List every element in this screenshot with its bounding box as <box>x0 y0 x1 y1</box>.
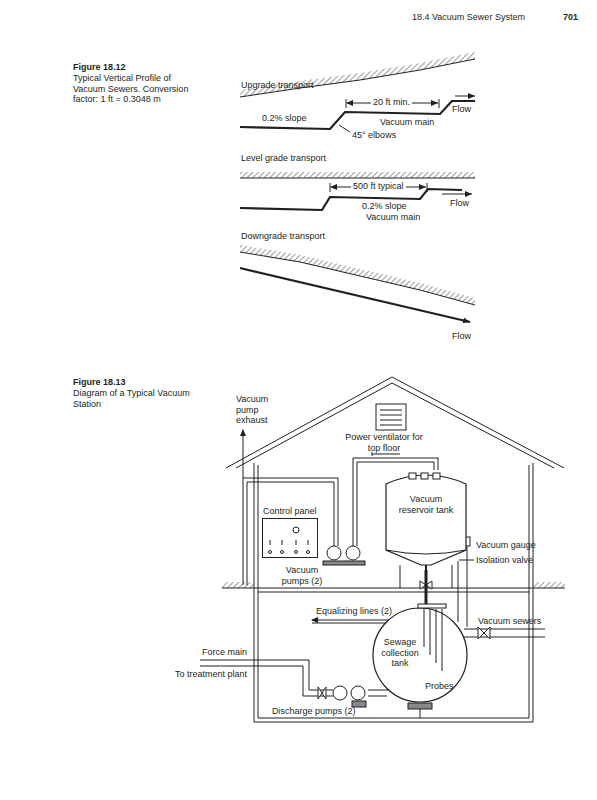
panel-heading: Control panel <box>263 506 317 517</box>
tank-label: Vacuum reservoir tank <box>397 494 455 515</box>
component-label: Vacuum gauge <box>476 540 536 551</box>
component-label: Probes <box>425 681 454 692</box>
reservoir-tank: Vacuum reservoir tank <box>385 466 467 570</box>
component-label: Vacuum sewers <box>478 616 541 627</box>
section-title: Upgrade transport <box>241 80 314 91</box>
component-label: Power ventilator for top floor <box>338 432 430 453</box>
component-label: Vacuum pump exhaust <box>236 394 280 426</box>
section-title: Level grade transport <box>241 153 326 164</box>
pipe-label: Vacuum main <box>366 212 420 223</box>
figure-number: Figure 18.13 <box>73 377 126 388</box>
component-label: Force main <box>202 647 247 658</box>
slope-label: 0.2% slope <box>262 113 307 124</box>
flow-label: Flow <box>450 198 469 209</box>
component-label: Equalizing lines (2) <box>316 606 392 617</box>
figure-caption: Typical Vertical Profile of Vacuum Sewer… <box>73 73 191 105</box>
pipe-label: Vacuum main <box>380 117 434 128</box>
component-label: Discharge pumps (2) <box>272 706 356 717</box>
tank-outline <box>385 466 467 570</box>
dimension: 20 ft min. <box>371 97 412 108</box>
section-title: Downgrade transport <box>241 231 325 242</box>
pipe-connector <box>426 570 427 607</box>
flow-label: Flow <box>452 104 471 115</box>
slope-label: 0.2% slope <box>362 201 407 212</box>
flow-label: Flow <box>452 331 471 342</box>
component-label: To treatment plant <box>175 669 247 680</box>
header-text: 18.4 Vacuum Sewer System <box>412 12 525 23</box>
collection-tank: Sewage collection tank <box>372 607 468 703</box>
figure-number: Figure 18.12 <box>73 62 126 73</box>
page-number: 701 <box>563 12 578 23</box>
tank-label: Sewage collection tank <box>378 637 422 669</box>
component-label: Isolation valve <box>476 555 533 566</box>
dimension: 500 ft typical <box>351 181 406 192</box>
control-panel: Control panel <box>262 518 318 558</box>
component-label: Vacuum pumps (2) <box>280 565 324 586</box>
figure-caption: Diagram of a Typical Vacuum Station <box>73 388 191 409</box>
elbow-label: 45° elbows <box>352 130 396 141</box>
